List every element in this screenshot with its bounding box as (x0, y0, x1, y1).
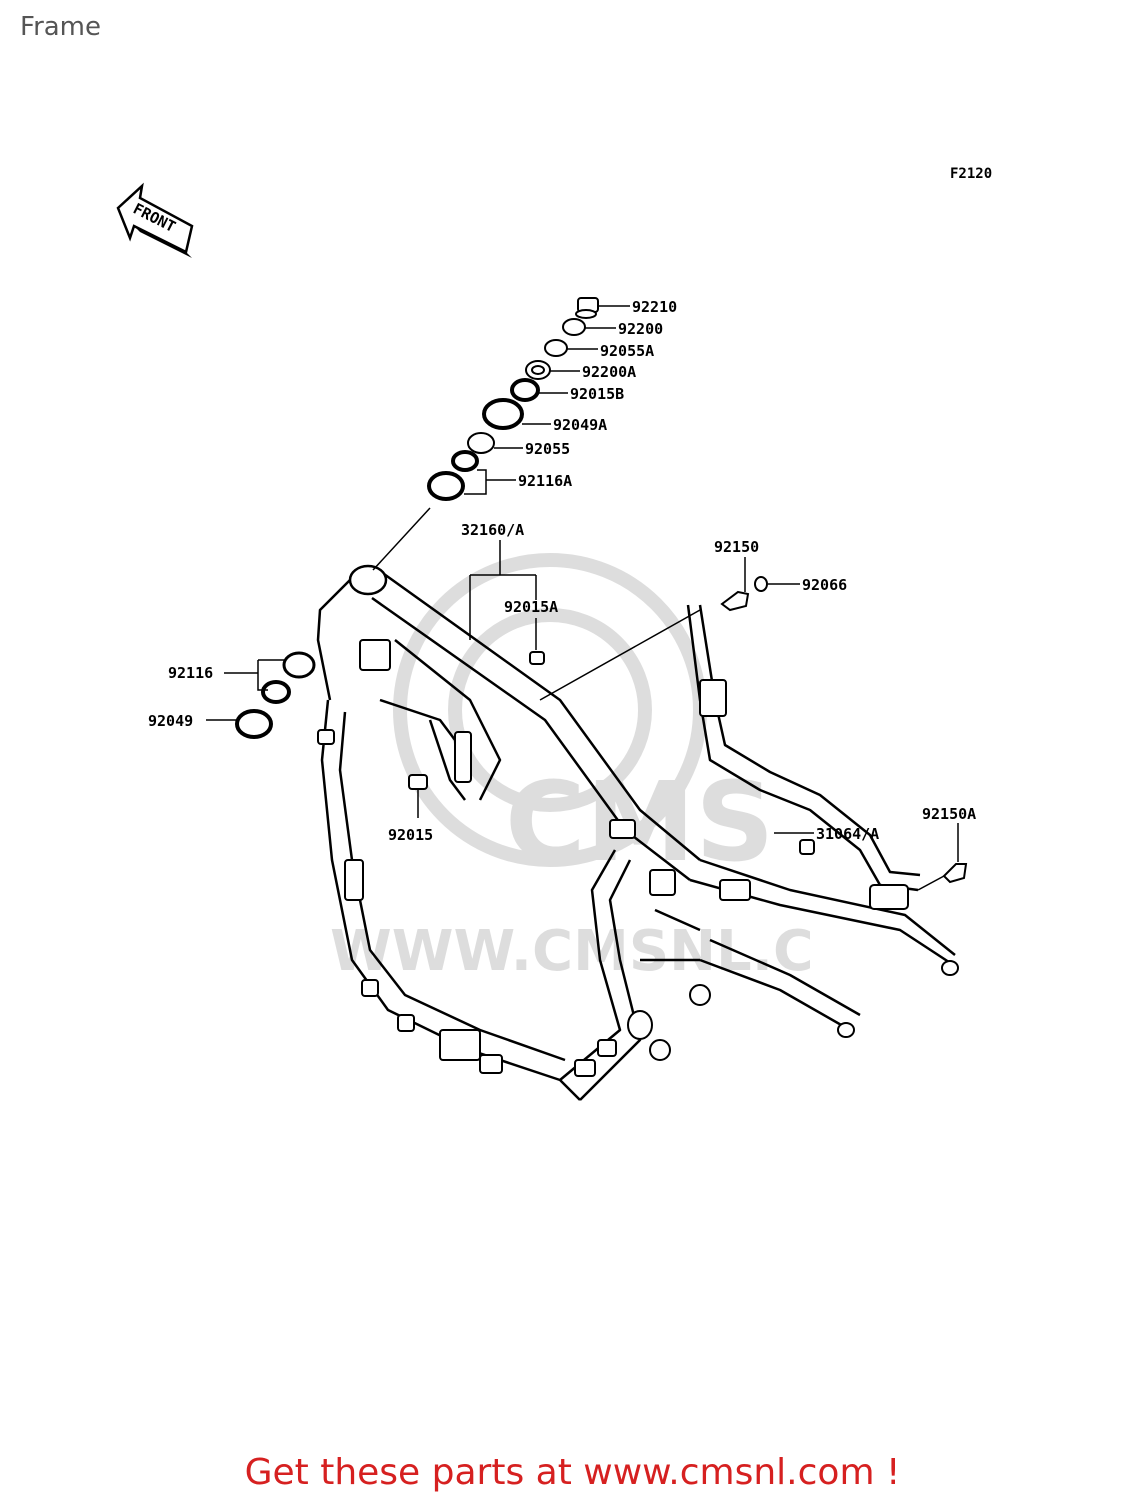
callout-92015A: 92015A (504, 598, 558, 616)
diagram-code: F2120 (950, 166, 993, 182)
watermark-logo-text: CMS (505, 758, 774, 886)
callout-92055A: 92055A (600, 342, 654, 360)
callout-92116: 92116 (168, 664, 213, 682)
callout-92066: 92066 (802, 576, 847, 594)
callout-92015: 92015 (388, 826, 433, 844)
callout-92015B: 92015B (570, 385, 624, 403)
callout-92150A: 92150A (922, 805, 976, 823)
steering-head-parts (427, 297, 599, 501)
callout-92055: 92055 (525, 440, 570, 458)
callout-92210: 92210 (632, 298, 677, 316)
callout-92049: 92049 (148, 712, 193, 730)
front-arrow-icon: FRONT (116, 182, 194, 258)
leader-lines (206, 305, 959, 891)
frame-details (317, 639, 959, 1077)
lower-bearing-parts (235, 651, 316, 739)
callout-92200: 92200 (618, 320, 663, 338)
callout-92150: 92150 (714, 538, 759, 556)
callout-92200A: 92200A (582, 363, 636, 381)
watermark-url-text: WWW.CMSNL.COM (330, 919, 810, 984)
frame-drawing (316, 564, 959, 1101)
callout-92116A: 92116A (518, 472, 572, 490)
fasteners (408, 576, 968, 884)
get-parts-link[interactable]: Get these parts at www.cmsnl.com ! (244, 1452, 901, 1493)
callout-32160-A: 32160/A (461, 521, 524, 539)
page-title: Frame (20, 12, 102, 42)
callout-31064-A: 31064/A (816, 825, 879, 843)
callout-92049A: 92049A (553, 416, 607, 434)
